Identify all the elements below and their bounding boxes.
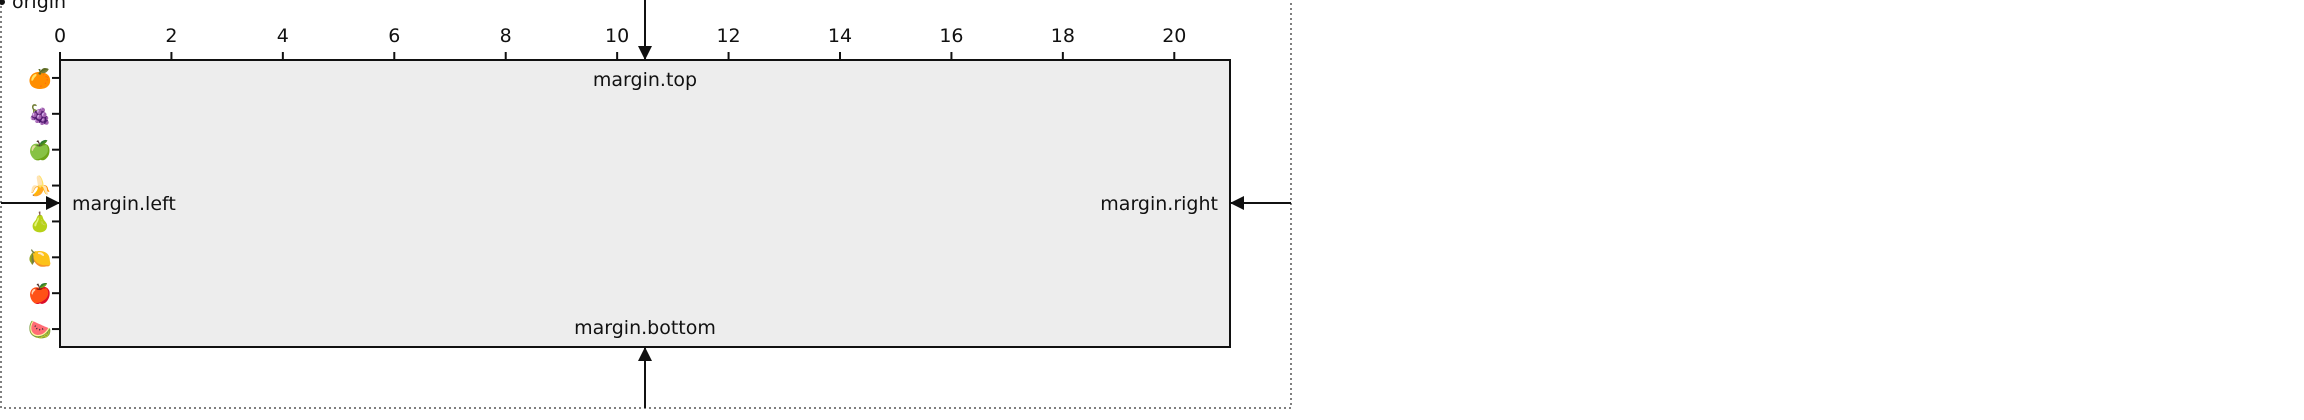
- margin-left-label: margin.left: [72, 193, 176, 215]
- x-tick-label: 8: [500, 25, 512, 47]
- x-tick-label: 10: [605, 25, 629, 47]
- x-tick-label: 16: [939, 25, 963, 47]
- plot-area: [59, 59, 1231, 348]
- origin-dot: [0, 0, 5, 5]
- pear-icon: 🍐: [28, 210, 52, 233]
- x-tick-label: 14: [828, 25, 852, 47]
- x-tick-label: 0: [54, 25, 66, 47]
- y-axis: 🍊 🍇 🍏 🍌 🍐 🍋 🍎 🍉: [28, 67, 60, 341]
- x-tick-label: 2: [165, 25, 177, 47]
- x-tick-label: 6: [388, 25, 400, 47]
- green-apple-icon: 🍏: [28, 139, 52, 162]
- red-apple-icon: 🍎: [28, 282, 52, 305]
- grapes-icon: 🍇: [28, 103, 52, 126]
- margin-right-label: margin.right: [1100, 193, 1218, 215]
- x-tick-label: 12: [716, 25, 740, 47]
- margin-bottom-label: margin.bottom: [574, 317, 716, 339]
- x-tick-label: 4: [277, 25, 289, 47]
- watermelon-icon: 🍉: [28, 319, 52, 341]
- x-tick-label: 18: [1051, 25, 1075, 47]
- banana-icon: 🍌: [28, 175, 52, 198]
- margin-top-label: margin.top: [593, 69, 697, 91]
- x-tick-label: 20: [1162, 25, 1186, 47]
- orange-icon: 🍊: [28, 67, 53, 90]
- origin-label: origin: [12, 0, 66, 13]
- lemon-icon: 🍋: [28, 247, 52, 269]
- x-axis: 0 2 4 6 8 10 12 14 16 18 20: [54, 25, 1186, 60]
